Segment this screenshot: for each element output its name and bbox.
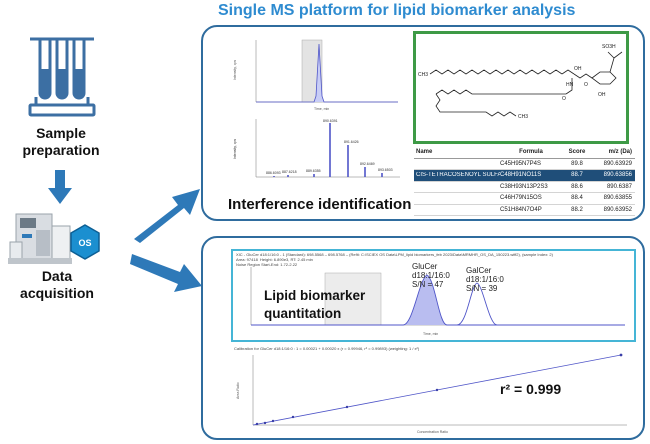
figure-title: Single MS platform for lipid biomarker a… (218, 2, 576, 19)
cell-mz: 890.63929 (603, 160, 632, 167)
svg-text:Time, min: Time, min (314, 107, 329, 111)
table-row[interactable]: C45H95N7P4S 89.8 890.63929 (414, 159, 635, 170)
ms-peak-label: 891.6426 (344, 140, 359, 144)
lipid-quantitation-caption: Lipid biomarker quantitation (264, 288, 366, 321)
mass-spectrometer-icon (8, 213, 72, 264)
ms-peak-label: 887.6218 (282, 170, 297, 174)
cell-formula: C38H93N13P2S3 (500, 183, 548, 190)
ms-peak-label: 889.6355 (306, 169, 321, 173)
cell-formula: C45H95N7P4S (500, 160, 542, 167)
table-header-row: Name Formula Score m/z (Da) (414, 147, 635, 159)
svg-text:Intensity, cps: Intensity, cps (233, 60, 237, 80)
struct-label: OH (574, 66, 582, 72)
software-logo-icon: OS (70, 224, 100, 260)
ms-spectrum: 890.6391 891.6426 892.6469 893.6503 889.… (233, 119, 400, 178)
column-header-name: Name (416, 149, 433, 156)
quantitation-chromatogram: Time, min (250, 267, 625, 336)
cell-mz: 890.63856 (603, 172, 632, 179)
cell-score: 88.2 (571, 206, 583, 213)
table-row[interactable]: C51H84N7O4P 88.2 890.63952 (414, 205, 635, 216)
struct-label: SO3H (602, 44, 616, 50)
time-axis-label: Time, min (423, 332, 438, 336)
cell-formula: C48H91NO11S (500, 172, 542, 179)
formula-results-table-body: Name Formula Score m/z (Da) C45H95N7P4S … (414, 147, 635, 216)
quantitation-chromatogram-box: XIC - GluCer d18:1/16:0 - 1 (Standard): … (231, 249, 636, 342)
calibration-curve: Concentration Ratio Area Ratio (236, 353, 627, 434)
x-axis-label: Concentration Ratio (417, 430, 448, 434)
cell-formula: C46H79N15OS (500, 195, 542, 202)
ms-peak-label: 893.6503 (378, 168, 393, 172)
software-logo-text: OS (78, 238, 91, 248)
chromatogram-header: XIC - GluCer d18:1/16:0 - 1 (Standard): … (236, 252, 553, 267)
cell-score: 89.8 (571, 160, 583, 167)
column-header-mz: m/z (Da) (608, 149, 632, 156)
test-tube-rack-icon (28, 37, 96, 117)
table-row[interactable]: C46H79N15OS 88.4 890.63855 (414, 193, 635, 205)
molecular-structure-box: CH3 OH HN O SO3H OH CH3 O (413, 31, 629, 144)
r-squared-label: r² = 0.999 (500, 381, 562, 397)
cell-formula: C51H84N7O4P (500, 206, 542, 213)
interference-caption: Interference identification (228, 196, 412, 213)
arrow-to-identification-icon (134, 189, 200, 243)
svg-text:Intensity, cps: Intensity, cps (233, 139, 237, 159)
ms-peak-label: 892.6469 (360, 162, 375, 166)
cell-mz: 890.63855 (603, 195, 632, 202)
calibration-title: Calibration for GluCer d18:1/16:0 : 1 = … (234, 346, 420, 351)
down-arrow-icon (48, 170, 72, 204)
column-header-score: Score (568, 149, 586, 156)
struct-label: HN (566, 82, 574, 88)
sulfatide-structure: CH3 OH HN O SO3H OH CH3 O (418, 44, 623, 120)
data-acquisition-label: Data acquisition (20, 268, 94, 301)
struct-label: OH (598, 92, 606, 98)
calibration-curve-box: Calibration for GluCer d18:1/16:0 : 1 = … (231, 345, 636, 435)
struct-label: O (562, 96, 566, 102)
y-axis-label: Area Ratio (236, 382, 240, 399)
struct-label: CH3 (418, 72, 428, 78)
cell-score: 88.4 (571, 195, 583, 202)
arrow-to-quantitation-icon (130, 254, 202, 292)
struct-label: CH3 (518, 114, 528, 120)
cell-name: CIS-TETRACOSENOYL SULFATIDE (416, 172, 500, 179)
xic-chromatogram: Intensity, cps Time, min (233, 39, 398, 111)
cell-mz: 890.6387 (606, 183, 632, 190)
cell-score: 88.7 (571, 172, 583, 179)
sample-prep-label: Sample preparation (22, 125, 100, 158)
table-row-selected[interactable]: CIS-TETRACOSENOYL SULFATIDE C48H91NO11S … (414, 170, 635, 182)
cell-score: 88.6 (571, 183, 583, 190)
struct-label: O (584, 82, 588, 88)
column-header-formula: Formula (519, 149, 543, 156)
ms-peak-label: 890.6391 (323, 119, 338, 123)
cell-mz: 890.63952 (603, 206, 632, 213)
ms-peak-label: 886.6093 (266, 171, 281, 175)
table-row[interactable]: C38H93N13P2S3 88.6 890.6387 (414, 182, 635, 193)
